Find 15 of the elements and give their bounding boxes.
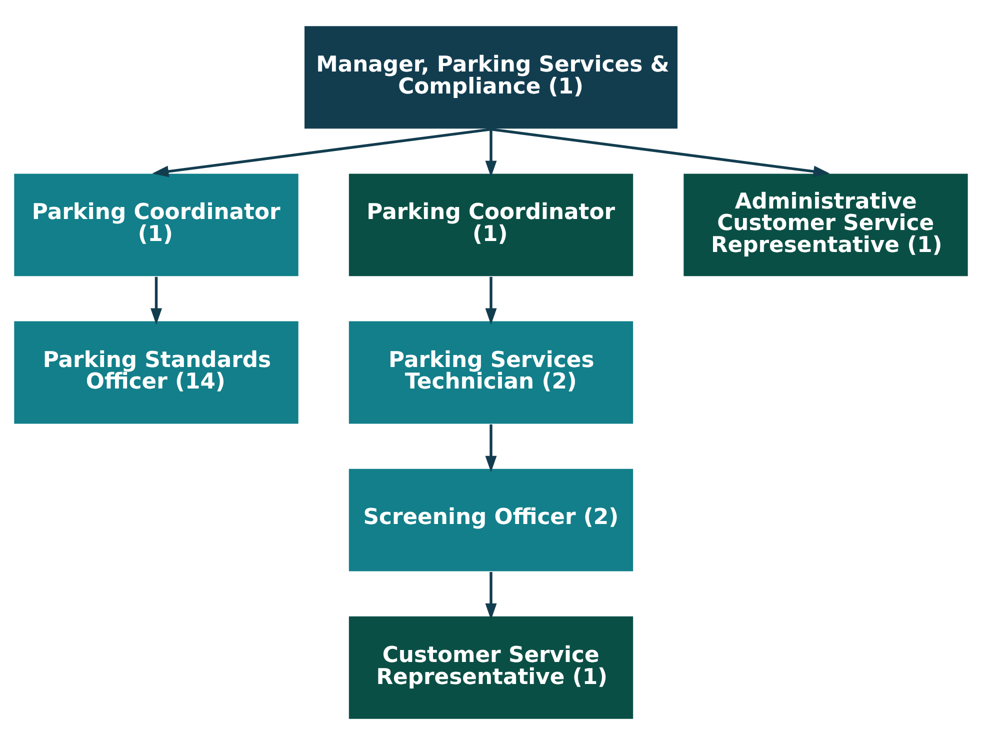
node-box: Parking Coordinator (1) bbox=[12, 172, 300, 278]
node-box: Parking Services Technician (2) bbox=[348, 319, 634, 425]
arrow bbox=[485, 276, 497, 324]
node-box: Customer Service Representative (1) bbox=[348, 614, 634, 720]
node-box: Parking Standards Officer (14) bbox=[12, 319, 300, 425]
arrow bbox=[485, 571, 497, 620]
arrow bbox=[152, 127, 492, 177]
arrow bbox=[150, 276, 162, 324]
node-box: Manager, Parking Services & Compliance (1) bbox=[303, 24, 679, 130]
node-box: Parking Coordinator (1) bbox=[348, 172, 634, 278]
node-box: Administrative Customer Service Representative (1) bbox=[682, 172, 970, 278]
node-box: Screening Officer (2) bbox=[348, 466, 634, 572]
arrow bbox=[485, 128, 497, 177]
arrow bbox=[485, 424, 497, 472]
arrow bbox=[490, 127, 830, 177]
